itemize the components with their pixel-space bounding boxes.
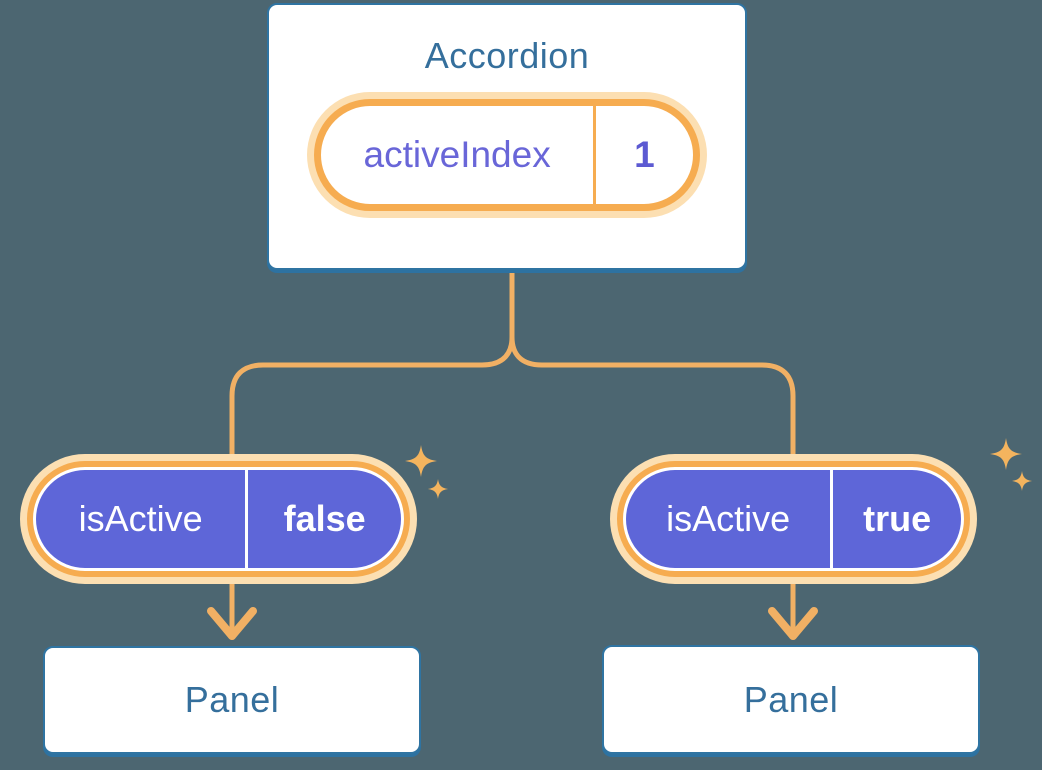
prop-name-label: isActive	[666, 498, 791, 539]
sparkle-icon	[990, 438, 1022, 470]
panel-title: Panel	[743, 678, 839, 720]
arrow-down-icon	[207, 607, 257, 640]
sparkle-icon	[405, 445, 437, 477]
prop-pill-inner: isActive false	[36, 470, 401, 568]
tree-branch-right-path	[509, 334, 796, 635]
panel-card-left: Panel	[43, 646, 421, 754]
prop-pill-inner: isActive true	[626, 470, 961, 568]
prop-value-label: true	[863, 498, 932, 539]
prop-pill-true: isActive true	[617, 461, 970, 577]
prop-pill-false: isActive false	[27, 461, 410, 577]
state-pill-divider	[593, 106, 596, 204]
prop-pill-divider	[245, 470, 249, 568]
sparkle-icon	[1012, 471, 1032, 491]
tree-branch-left-path	[229, 334, 515, 635]
prop-pill-divider	[830, 470, 834, 568]
panel-card-right: Panel	[602, 645, 980, 754]
prop-value-label: false	[283, 498, 366, 539]
prop-name-label: isActive	[78, 498, 203, 539]
accordion-card: Accordion activeIndex 1	[267, 3, 747, 270]
state-value-label: 1	[634, 134, 655, 175]
state-pill: activeIndex 1	[314, 99, 700, 211]
arrow-down-icon	[768, 607, 818, 640]
sparkle-icon	[428, 479, 448, 499]
panel-title: Panel	[184, 679, 280, 720]
accordion-title: Accordion	[424, 35, 590, 76]
state-name-label: activeIndex	[363, 134, 551, 175]
